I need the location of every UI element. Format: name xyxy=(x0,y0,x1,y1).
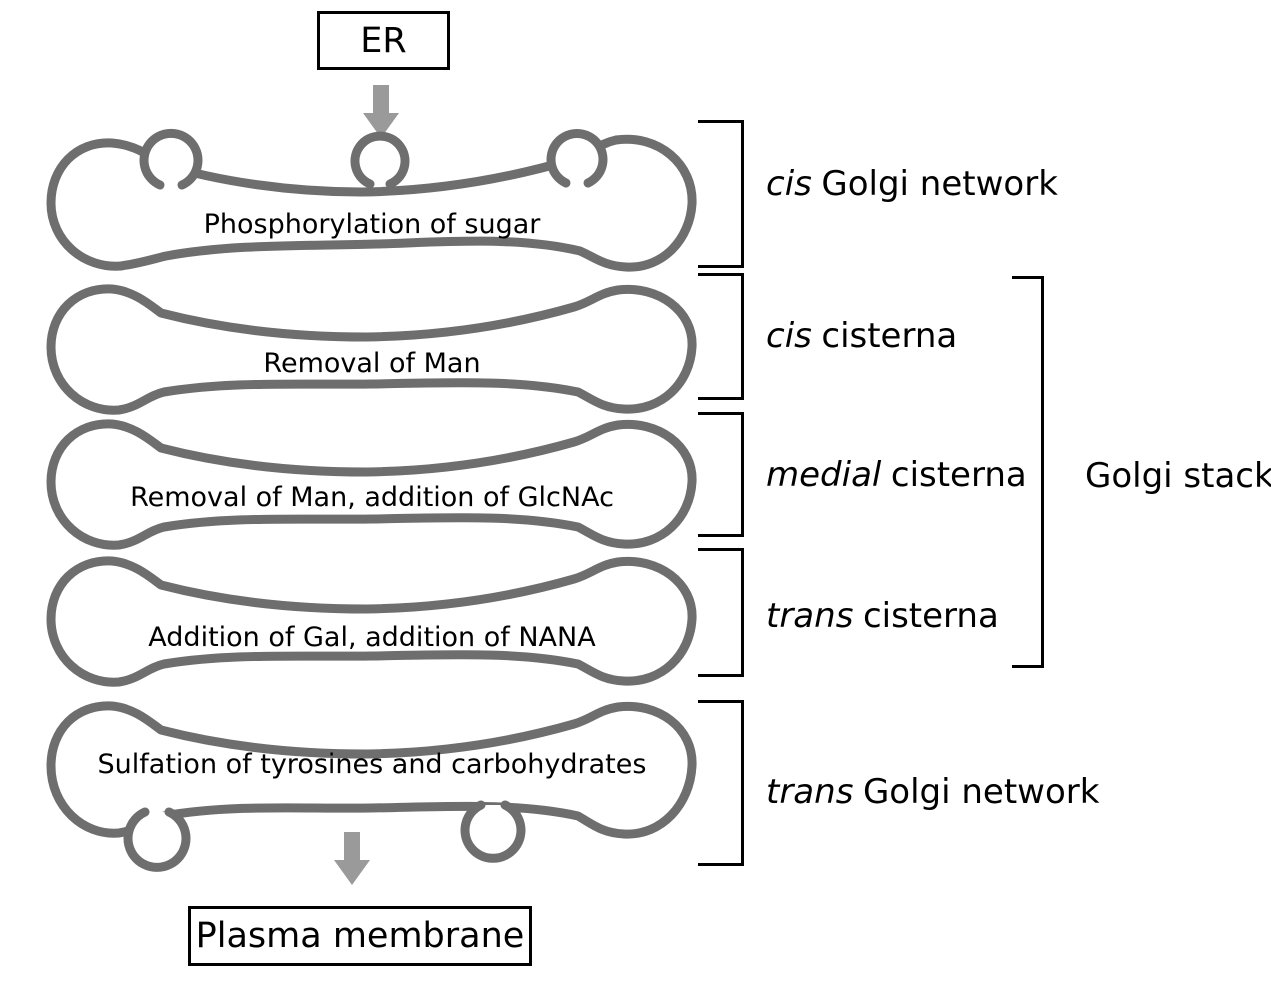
vesicle-bud xyxy=(123,807,191,872)
bracket-trans-golgi-network xyxy=(698,700,744,866)
cisterna-shape-trans-golgi-network xyxy=(46,701,697,872)
stage-process-label: Addition of Gal, addition of NANA xyxy=(148,622,596,653)
membrane-outline xyxy=(46,419,697,550)
region-name-rest: cisterna xyxy=(890,455,1027,495)
vesicle-bud xyxy=(546,128,608,188)
cisterna-shape-medial-cisterna xyxy=(46,419,697,550)
vesicle-bud xyxy=(460,800,526,863)
region-name-italic: trans xyxy=(766,596,854,636)
membrane-outline xyxy=(46,556,697,687)
region-name-rest: Golgi network xyxy=(862,772,1100,812)
stage-process-label: Phosphorylation of sugar xyxy=(203,209,541,240)
region-name-italic: cis xyxy=(766,316,812,356)
stage-process-label: Removal of Man xyxy=(263,348,481,379)
membrane-outline xyxy=(46,134,697,272)
membrane-outline xyxy=(46,284,697,415)
region-name-italic: trans xyxy=(766,772,854,812)
region-name-rest: cisterna xyxy=(821,316,958,356)
cisterna-shape-cis-cisterna xyxy=(46,284,697,415)
region-name-italic: medial xyxy=(766,455,882,495)
bracket-trans-cisterna xyxy=(698,548,744,677)
cisterna-shape-cis-golgi-network xyxy=(46,128,697,272)
vesicle-bud xyxy=(350,131,410,189)
down-arrow-icon xyxy=(334,832,370,885)
bracket-golgi-stack xyxy=(1012,276,1044,668)
vesicle-bud xyxy=(139,128,203,190)
stage-process-label: Sulfation of tyrosines and carbohydrates xyxy=(97,749,647,780)
er-box-label: ER xyxy=(360,20,407,61)
er-box: ER xyxy=(317,11,450,70)
bracket-medial-cisterna xyxy=(698,412,744,537)
plasma-membrane-box-label: Plasma membrane xyxy=(195,916,525,956)
region-name-rest: cisterna xyxy=(862,596,999,636)
bracket-cis-cisterna xyxy=(698,273,744,400)
plasma-membrane-box: Plasma membrane xyxy=(188,906,532,966)
golgi-stack-label: Golgi stack xyxy=(1085,456,1271,496)
region-name-italic: cis xyxy=(766,164,812,204)
membrane-outline xyxy=(46,701,697,839)
down-arrow-icon xyxy=(363,85,399,138)
region-name-rest: Golgi network xyxy=(821,164,1058,204)
cisterna-shape-trans-cisterna xyxy=(46,556,697,687)
bracket-cis-golgi-network xyxy=(698,120,744,268)
stage-process-label: Removal of Man, addition of GlcNAc xyxy=(130,482,614,513)
